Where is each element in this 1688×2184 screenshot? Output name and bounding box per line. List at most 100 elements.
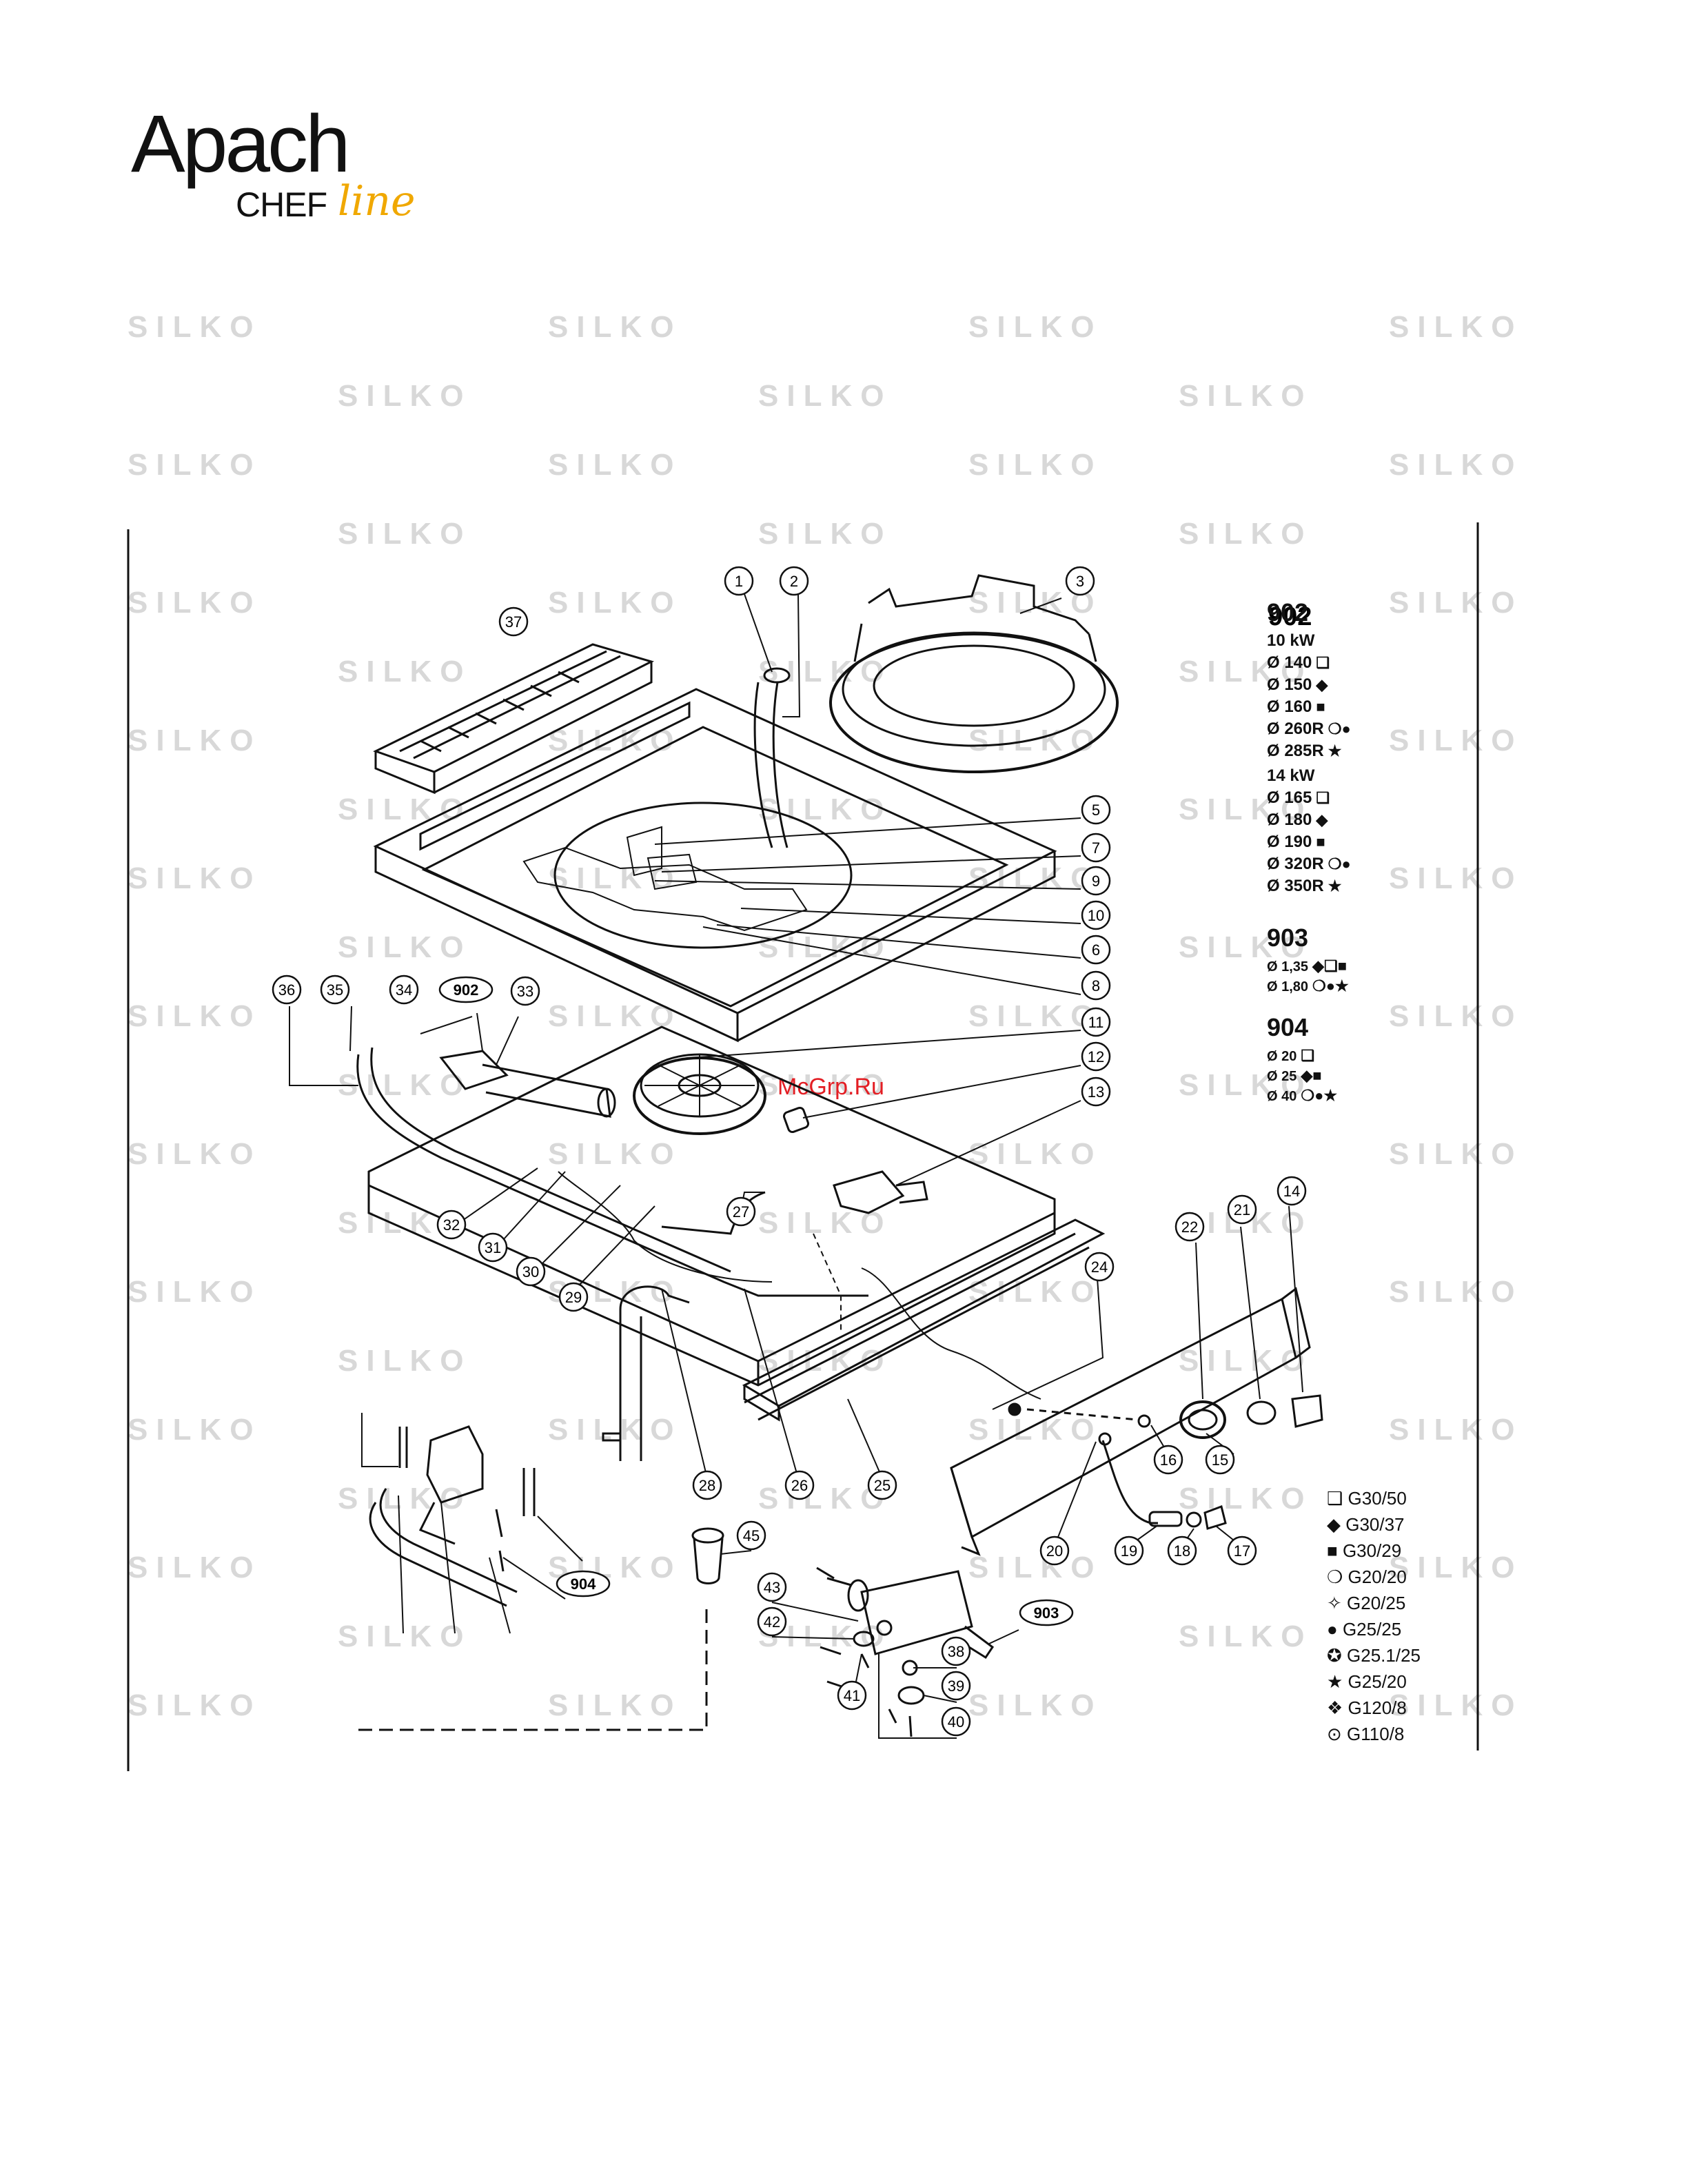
callout-28: 28 xyxy=(692,1470,722,1500)
callout-18: 18 xyxy=(1167,1535,1197,1566)
gas-symbol-icon: ❍●★ xyxy=(1301,1087,1338,1104)
gas-legend-item: ■ G30/29 xyxy=(1327,1540,1402,1561)
callout-5: 5 xyxy=(1081,795,1111,825)
callout-1: 1 xyxy=(724,566,754,596)
callout-label: 24 xyxy=(1091,1258,1108,1276)
callout-label: 15 xyxy=(1212,1451,1228,1469)
brand-logo: Apach CHEF line xyxy=(131,103,434,234)
callout-label: 2 xyxy=(790,573,798,590)
gas-legend-item: ✧ G20/25 xyxy=(1327,1593,1406,1613)
callout-label: 27 xyxy=(733,1203,749,1221)
nozzle-size-row: Ø 165❑ xyxy=(1267,787,1351,809)
gas-symbol-icon: ■ xyxy=(1327,1540,1343,1561)
overlay-watermark: McGrp.Ru xyxy=(777,1074,884,1100)
wok-ring-part xyxy=(829,574,1119,773)
callout-label: 33 xyxy=(517,983,533,1000)
gas-legend-item: ◆ G30/37 xyxy=(1327,1514,1405,1535)
callout-39: 39 xyxy=(941,1671,971,1701)
callout-label: 43 xyxy=(764,1579,780,1596)
nozzle-size-row: Ø 140❑ xyxy=(1267,652,1351,674)
callout-label: 39 xyxy=(948,1677,964,1695)
callout-label: 11 xyxy=(1088,1014,1104,1031)
callout-label: 40 xyxy=(948,1713,964,1731)
callout-label: 42 xyxy=(764,1613,780,1631)
callout-label: 25 xyxy=(874,1477,891,1494)
callout-27: 27 xyxy=(726,1196,756,1227)
callout-37: 37 xyxy=(498,606,529,637)
callout-2: 2 xyxy=(779,566,809,596)
callout-label: 20 xyxy=(1046,1542,1063,1560)
callout-label: 7 xyxy=(1092,839,1100,857)
nozzle-size-row: Ø 25◆■ xyxy=(1267,1067,1322,1084)
gas-symbol-icon: ❍● xyxy=(1328,855,1351,872)
callout-label: 19 xyxy=(1121,1542,1137,1560)
gas-symbol-icon: ❍ xyxy=(1327,1566,1348,1587)
gas-legend-item: ★ G25/20 xyxy=(1327,1671,1407,1692)
gas-legend-item: ❑ G30/50 xyxy=(1327,1488,1407,1509)
callout-label: 30 xyxy=(522,1263,539,1280)
callout-label: 22 xyxy=(1181,1218,1198,1236)
callout-12: 12 xyxy=(1081,1041,1111,1072)
gas-type-legend: ❑ G30/50 ◆ G30/37 ■ G30/29 ❍ G20/20 ✧ G20/25… xyxy=(1327,1485,1421,1747)
callout-25: 25 xyxy=(867,1470,897,1500)
gas-symbol-icon: ✪ xyxy=(1327,1645,1348,1666)
callout-label: 9 xyxy=(1092,872,1100,890)
gas-symbol-icon: ❑ xyxy=(1316,789,1330,806)
callout-label: 12 xyxy=(1088,1048,1104,1065)
control-panel-part xyxy=(950,1287,1323,1556)
dashed-group-outline xyxy=(358,1606,708,1731)
callout-19: 19 xyxy=(1114,1535,1144,1566)
gas-symbol-icon: ❑ xyxy=(1327,1488,1348,1509)
callout-34: 34 xyxy=(389,974,419,1005)
callout-903: 903 xyxy=(1019,1599,1074,1626)
gas-legend-item: ● G25/25 xyxy=(1327,1619,1402,1640)
callout-20: 20 xyxy=(1039,1535,1070,1566)
callout-label: 35 xyxy=(327,981,343,999)
cup-part xyxy=(691,1527,724,1584)
nozzle-size-row: Ø 40❍●★ xyxy=(1267,1087,1338,1104)
callout-24: 24 xyxy=(1084,1252,1115,1282)
burner-part xyxy=(633,1053,810,1135)
callout-label: 8 xyxy=(1092,977,1100,994)
part-902-title: 902 xyxy=(1268,602,1312,631)
power-rating: 10 kW xyxy=(1267,631,1315,650)
gas-legend-item: ❍ G20/20 xyxy=(1327,1566,1407,1587)
callout-label: 904 xyxy=(571,1575,596,1593)
gas-symbol-icon: ■ xyxy=(1316,698,1325,715)
callout-32: 32 xyxy=(436,1210,467,1240)
callout-label: 31 xyxy=(485,1239,501,1256)
callout-10: 10 xyxy=(1081,900,1111,930)
callout-43: 43 xyxy=(757,1572,787,1602)
callout-14: 14 xyxy=(1277,1176,1307,1206)
callout-label: 14 xyxy=(1283,1183,1300,1200)
gas-symbol-icon: ★ xyxy=(1328,877,1342,895)
callout-35: 35 xyxy=(320,974,350,1005)
nozzle-size-row: Ø 160■ xyxy=(1267,696,1351,718)
gas-symbol-icon: ◆ xyxy=(1316,676,1328,693)
gas-symbol-icon: ✧ xyxy=(1327,1593,1348,1613)
gas-symbol-icon: ★ xyxy=(1328,742,1342,759)
callout-label: 6 xyxy=(1092,941,1100,959)
nozzle-size-row: Ø 20❑ xyxy=(1267,1047,1315,1064)
gas-symbol-icon: ❑ xyxy=(1316,654,1330,671)
callout-36: 36 xyxy=(272,974,302,1005)
callout-31: 31 xyxy=(478,1232,508,1263)
nozzle-size-row: Ø 190■ xyxy=(1267,831,1351,853)
part-902-spec: 902 xyxy=(1268,602,1312,631)
gas-symbol-icon: ◆ xyxy=(1316,811,1328,828)
callout-6: 6 xyxy=(1081,935,1111,965)
brand-name: Apach xyxy=(131,99,351,190)
igniter-part xyxy=(1101,1440,1227,1530)
top-plate-part xyxy=(373,688,1057,1043)
gas-symbol-icon: ❖ xyxy=(1327,1697,1348,1718)
callout-13: 13 xyxy=(1081,1076,1111,1107)
callout-904: 904 xyxy=(556,1570,611,1598)
callout-3: 3 xyxy=(1065,566,1095,596)
callout-label: 32 xyxy=(443,1216,460,1234)
gas-symbol-icon: ⊙ xyxy=(1327,1724,1348,1744)
brand-sub-chef: CHEF xyxy=(236,185,327,224)
gas-symbol-icon: ◆■ xyxy=(1301,1067,1322,1084)
part-903-block: 903 Ø 1,35◆❑■Ø 1,80❍●★ xyxy=(1267,923,1349,997)
